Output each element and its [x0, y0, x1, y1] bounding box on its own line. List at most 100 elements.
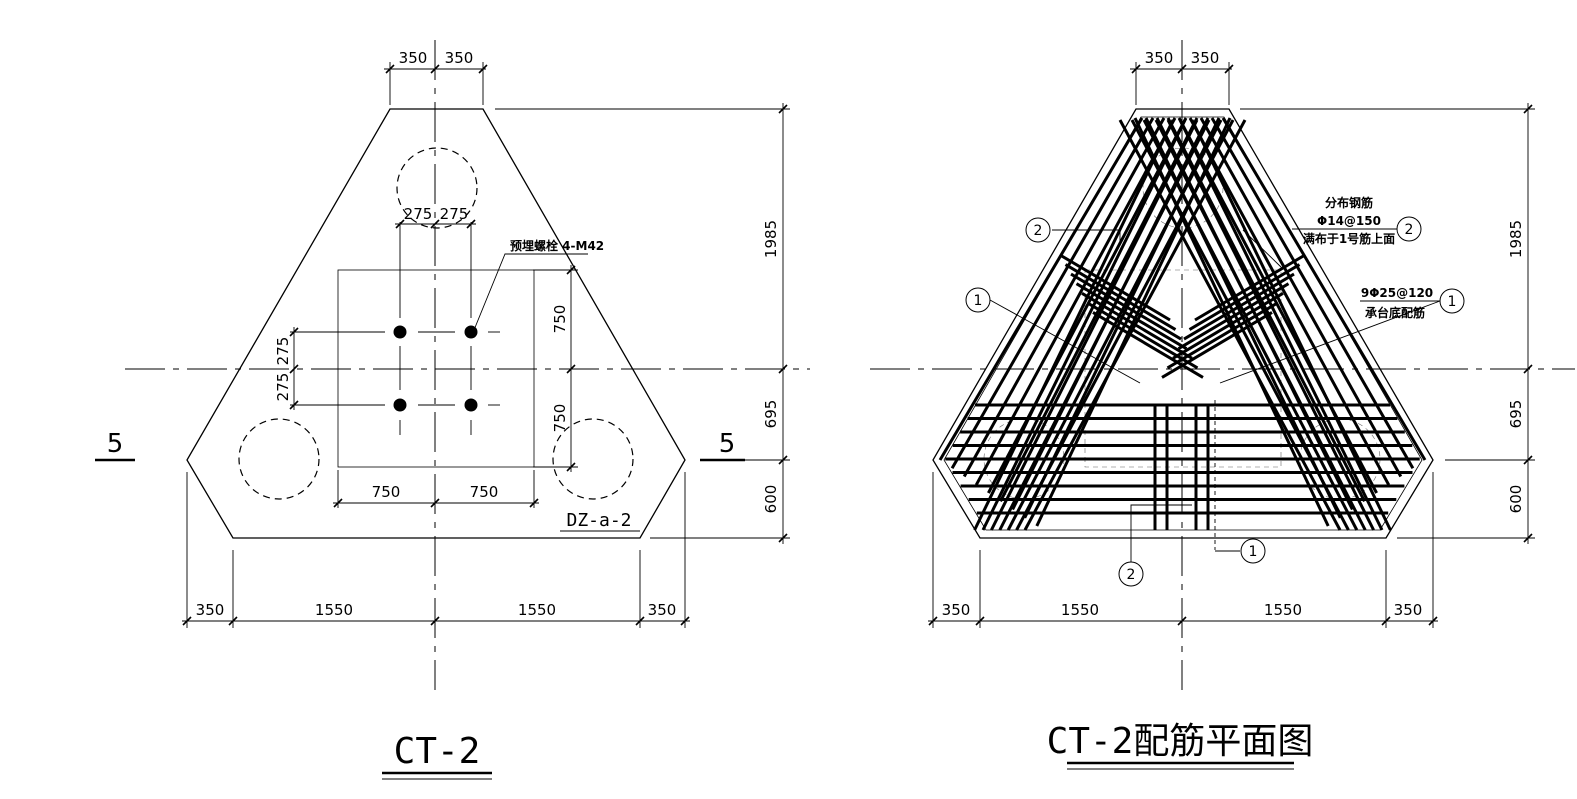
left-dim-bolt-y — [289, 327, 299, 410]
r-dim-top-b: 350 — [1191, 49, 1220, 67]
rebar-cross-bar — [1183, 272, 1295, 341]
left-column-base-box — [337, 269, 535, 468]
dim-bolt-x-a: 275 — [404, 205, 433, 223]
rebar-main-bar — [1178, 119, 1384, 531]
dim-right-600: 600 — [762, 485, 780, 514]
rebar-main-bar — [1188, 117, 1391, 486]
note-dist-line2: Φ14@150 — [1317, 214, 1381, 228]
anchor-bolt-icon — [464, 398, 478, 412]
rebar-marker-1-left — [965, 287, 991, 313]
right-cover-outline — [943, 116, 1423, 531]
left-dim-box-y — [566, 265, 576, 472]
rebar-main-bar — [1221, 117, 1427, 461]
rebar-cross-bar — [1064, 263, 1177, 331]
pile-tag: DZ-a-2 — [566, 510, 631, 531]
anchor-bolt-icon — [393, 398, 407, 412]
right-drawing-ct2-reinforcement — [870, 40, 1575, 770]
dim-box-y-a: 750 — [551, 305, 569, 334]
left-bolt-grid-lines — [290, 222, 578, 468]
note-main-line2: 承台底配筋 — [1365, 305, 1425, 320]
left-anchor-bolts — [393, 325, 478, 412]
left-bolt-leader — [473, 253, 588, 331]
dim-box-x-a: 750 — [372, 483, 401, 501]
marker-1-right-label: 1 — [1448, 294, 1457, 310]
marker-1-bottom-label: 1 — [1249, 544, 1258, 560]
dim-bolt-y-b: 275 — [274, 373, 292, 402]
right-dim-bottom — [928, 472, 1438, 628]
rebar-main-bar — [938, 117, 1144, 461]
section-mark-right: 5 — [719, 429, 736, 459]
dim-box-y-b: 750 — [551, 404, 569, 433]
left-dim-right — [495, 103, 790, 544]
left-dim-bolt-x — [395, 219, 476, 229]
rebar-cross-bar — [1075, 282, 1188, 350]
note-main-line1: 9Φ25@120 — [1361, 286, 1433, 300]
left-pile-circles — [238, 147, 634, 500]
rebar-main-bar — [1166, 119, 1375, 531]
rebar-main-bar — [1015, 119, 1235, 531]
rebar-cross-bar — [1086, 301, 1199, 370]
left-dim-top — [384, 62, 488, 105]
anchor-bolt-icon — [393, 325, 407, 339]
rebar-cross-bar — [1194, 253, 1306, 322]
rebar-cross-bar — [1172, 292, 1284, 360]
dim-bottom-350-a: 350 — [196, 601, 225, 619]
section-mark-left: 5 — [107, 429, 124, 459]
right-dim-right — [1240, 103, 1535, 544]
dim-top-a: 350 — [399, 49, 428, 67]
rebar-cross-bar — [1166, 301, 1279, 370]
rebar-marker-1-right — [1439, 288, 1465, 314]
rebar-marker-2-bottom — [1118, 561, 1144, 587]
marker-2-right-label: 2 — [1405, 222, 1414, 238]
rebar-cross-bar — [1081, 292, 1193, 360]
r-dim-bottom-350-a: 350 — [942, 601, 971, 619]
dim-top-b: 350 — [445, 49, 474, 67]
r-dim-bottom-1550-b: 1550 — [1264, 601, 1302, 619]
r-dim-right-600: 600 — [1507, 485, 1525, 514]
dim-bottom-1550-a: 1550 — [315, 601, 353, 619]
marker-1-left-label: 1 — [974, 293, 983, 309]
rebar-cross-bar — [1188, 263, 1301, 331]
dim-bottom-1550-b: 1550 — [518, 601, 556, 619]
dim-box-x-b: 750 — [470, 483, 499, 501]
left-pile-cap-outline — [186, 108, 686, 539]
note-dist-line3: 满布于1号筋上面 — [1303, 231, 1395, 246]
r-dim-right-1985: 1985 — [1507, 220, 1525, 258]
right-dim-top — [1130, 62, 1234, 105]
rebar-main-bar — [1023, 119, 1247, 531]
rebar-main-bar — [990, 119, 1199, 531]
rebar-main-bar — [1006, 119, 1223, 531]
left-texts: 350 350 275 275 275 275 750 750 750 750 … — [107, 49, 780, 772]
marker-2-left-label: 2 — [1034, 223, 1043, 239]
rebar-cross-bar — [1092, 311, 1204, 379]
rebar-cross-bar — [1059, 253, 1171, 322]
rebar-main-bar — [950, 117, 1155, 470]
dim-bottom-350-b: 350 — [648, 601, 677, 619]
rebar-marker-2-right — [1396, 216, 1422, 242]
note-dist-line1: 分布钢筋 — [1325, 195, 1373, 210]
rebar-bottom — [945, 403, 1420, 515]
right-title: CT-2配筋平面图 — [1047, 721, 1314, 762]
rebar-main-bar — [974, 117, 1177, 486]
r-dim-top-a: 350 — [1145, 49, 1174, 67]
rebar-cross-bar — [1161, 311, 1273, 379]
rebar-main-bar — [1199, 117, 1403, 478]
rebar-main-bar — [981, 119, 1187, 531]
dim-right-1985: 1985 — [762, 220, 780, 258]
rebar-main-bar — [998, 119, 1211, 531]
rebar-right-leg — [973, 117, 1427, 531]
r-dim-bottom-350-b: 350 — [1394, 601, 1423, 619]
dim-bolt-y-a: 275 — [274, 337, 292, 366]
right-pile-cap-outline — [932, 108, 1434, 539]
right-leader-lines — [989, 228, 1441, 562]
dim-right-695: 695 — [762, 400, 780, 429]
rebar-main-bar — [962, 117, 1166, 478]
left-dim-bottom — [182, 472, 690, 628]
rebar-bottom-center-verticals — [1153, 404, 1210, 530]
left-dim-box-x — [333, 470, 539, 508]
rebar-marker-1-bottom — [1240, 538, 1266, 564]
r-dim-right-695: 695 — [1507, 400, 1525, 429]
left-drawing-ct2 — [95, 40, 810, 780]
dim-bolt-x-b: 275 — [440, 205, 469, 223]
